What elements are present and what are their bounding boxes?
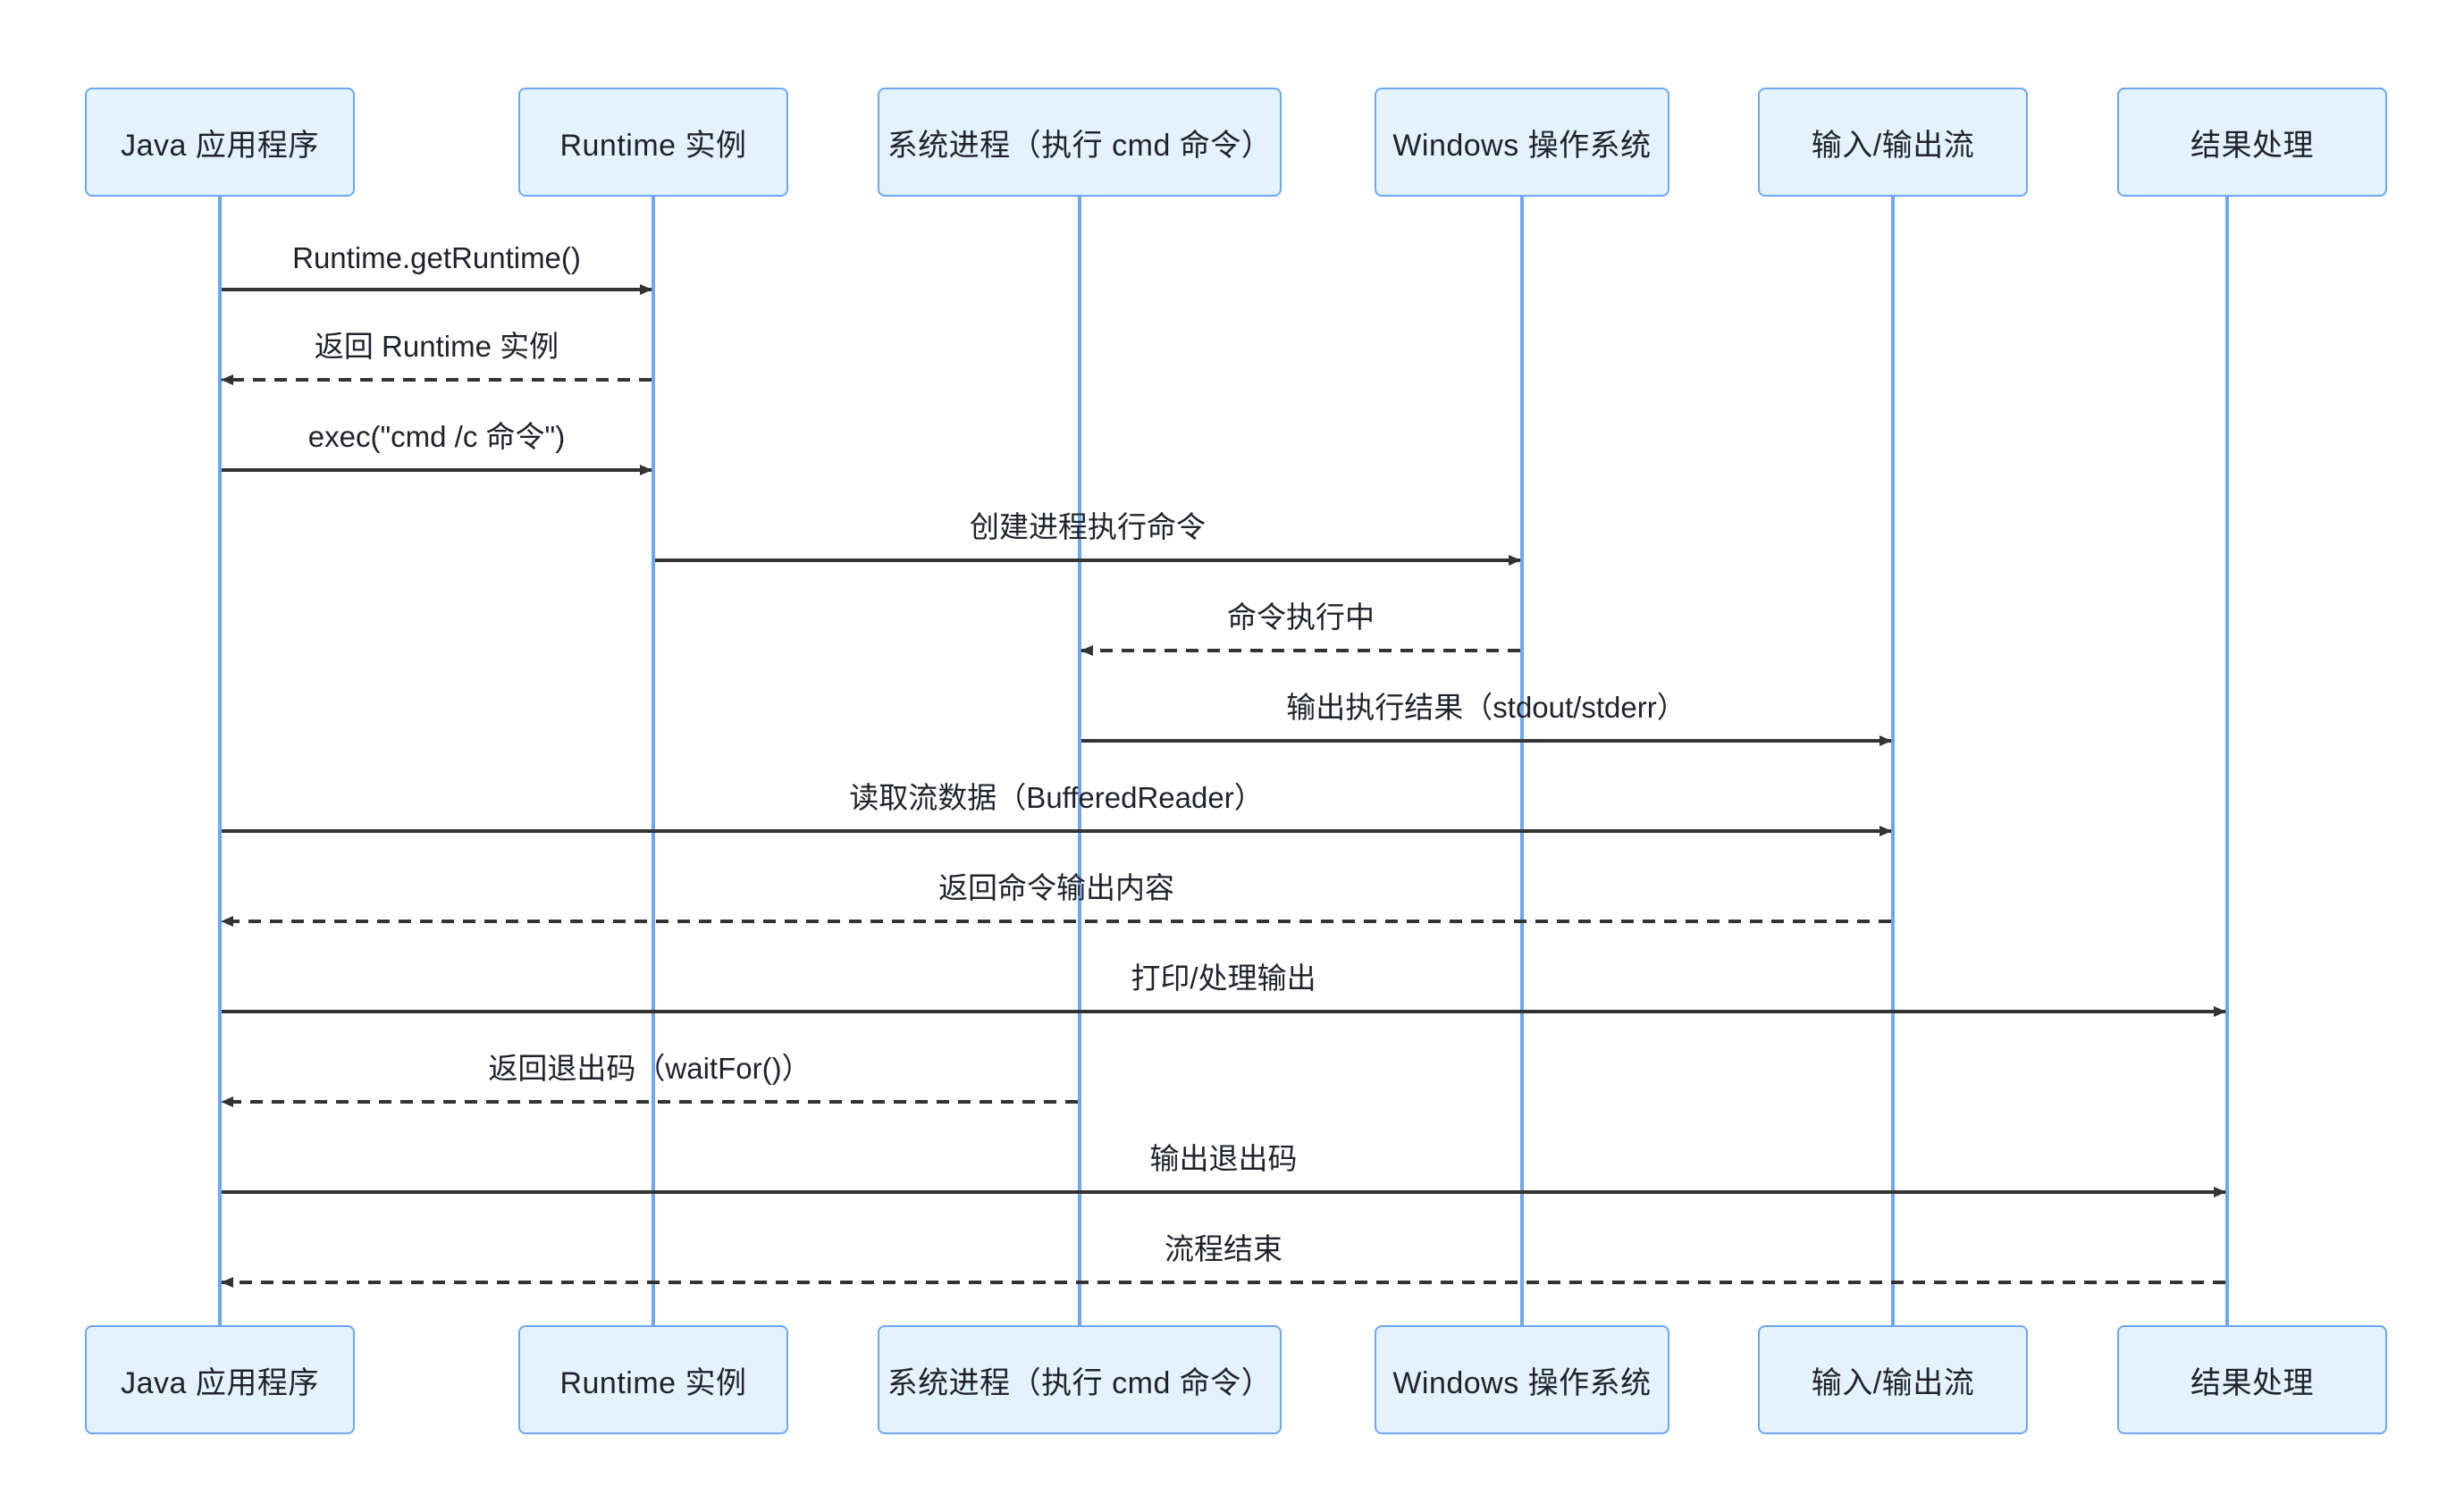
- message-label-5: 命令执行中: [1227, 601, 1375, 634]
- participant-label: 输入/输出流: [1811, 1365, 1975, 1400]
- participant-footer-result[interactable]: 结果处理: [2117, 1325, 2387, 1434]
- participant-label: Java 应用程序: [121, 128, 319, 163]
- participant-footer-stream[interactable]: 输入/输出流: [1758, 1325, 2028, 1434]
- participant-footer-app[interactable]: Java 应用程序: [85, 1325, 355, 1434]
- message-label-2: 返回 Runtime 实例: [314, 330, 559, 363]
- participant-header-stream[interactable]: 输入/输出流: [1758, 88, 2028, 197]
- participant-label: Windows 操作系统: [1392, 1365, 1652, 1400]
- participant-header-runtime[interactable]: Runtime 实例: [518, 88, 788, 197]
- participant-footer-runtime[interactable]: Runtime 实例: [518, 1325, 788, 1434]
- participant-label: Windows 操作系统: [1392, 128, 1652, 163]
- participant-label: Runtime 实例: [559, 128, 747, 163]
- message-label-3: exec("cmd /c 命令"): [307, 420, 566, 453]
- participant-label: 系统进程（执行 cmd 命令）: [887, 1365, 1273, 1400]
- messages-group: [221, 284, 2226, 1288]
- participant-label: Runtime 实例: [559, 1365, 747, 1400]
- message-label-10: 返回退出码（waitFor()）: [488, 1052, 811, 1085]
- message-label-9: 打印/处理输出: [1131, 962, 1316, 995]
- message-label-7: 读取流数据（BufferedReader）: [849, 781, 1264, 814]
- message-label-1: Runtime.getRuntime(): [292, 241, 581, 274]
- participant-header-app[interactable]: Java 应用程序: [85, 88, 355, 197]
- participant-footer-windows[interactable]: Windows 操作系统: [1375, 1325, 1669, 1434]
- participant-label: 结果处理: [2191, 128, 2314, 163]
- participant-label: 系统进程（执行 cmd 命令）: [887, 128, 1273, 163]
- participant-label: 结果处理: [2191, 1365, 2314, 1400]
- participant-label: 输入/输出流: [1811, 128, 1975, 163]
- message-label-11: 输出退出码: [1149, 1142, 1298, 1175]
- message-label-6: 输出执行结果（stdout/stderr）: [1286, 691, 1686, 724]
- participant-header-windows[interactable]: Windows 操作系统: [1375, 88, 1669, 197]
- message-label-8: 返回命令输出内容: [938, 871, 1174, 904]
- message-label-12: 流程结束: [1165, 1232, 1282, 1265]
- lifelines-group: [218, 197, 2229, 1325]
- message-label-4: 创建进程执行命令: [970, 510, 1206, 543]
- participant-header-process[interactable]: 系统进程（执行 cmd 命令）: [878, 88, 1282, 197]
- participant-label: Java 应用程序: [121, 1365, 319, 1400]
- participant-footer-process[interactable]: 系统进程（执行 cmd 命令）: [878, 1325, 1282, 1434]
- participant-header-result[interactable]: 结果处理: [2117, 88, 2387, 197]
